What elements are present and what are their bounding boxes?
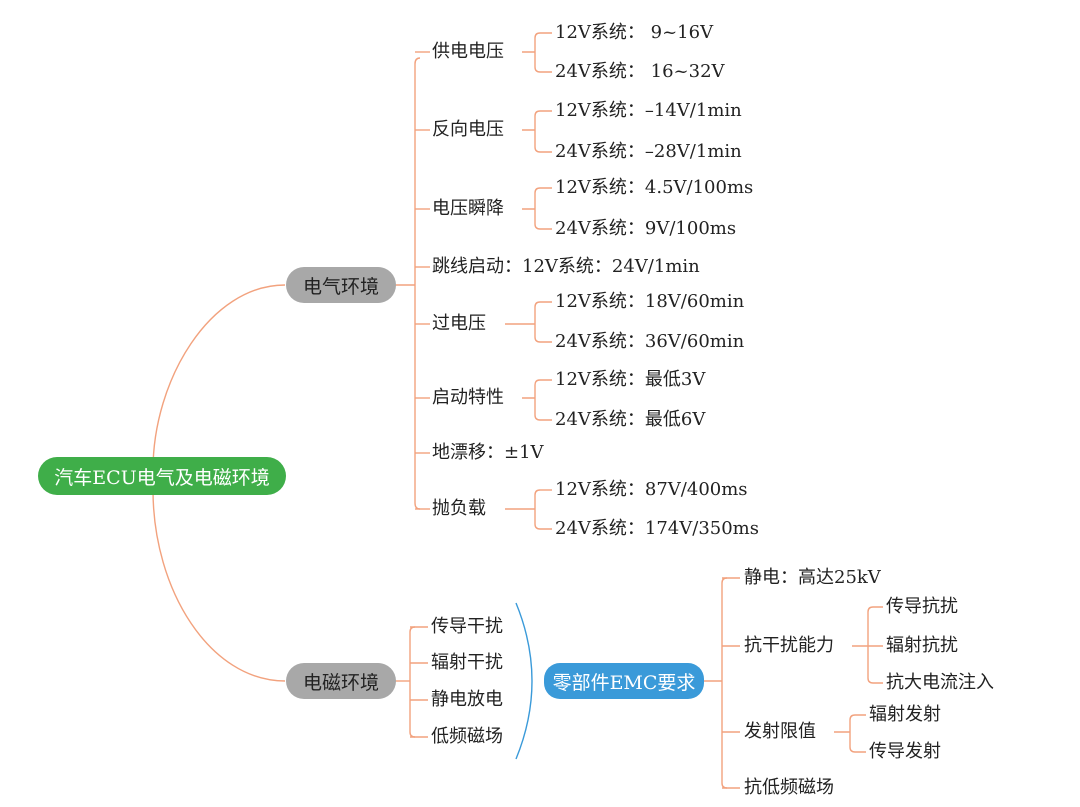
emc-item[interactable]: 辐射干扰 <box>431 652 503 673</box>
electrical-subitem[interactable]: 24V系统：174V/350ms <box>555 518 759 539</box>
electrical-subitem[interactable]: 24V系统：最低6V <box>555 409 706 430</box>
emc-requirements-node[interactable]: 零部件EMC要求 <box>544 663 704 699</box>
electrical-item[interactable]: 跳线启动：12V系统：24V/1min <box>432 256 700 277</box>
electrical-subitem[interactable]: 24V系统：–28V/1min <box>555 141 742 162</box>
emc-hub-item[interactable]: 静电：高达25kV <box>744 567 881 588</box>
electrical-item[interactable]: 反向电压 <box>432 119 504 140</box>
electrical-subitem[interactable]: 12V系统：18V/60min <box>555 291 745 312</box>
emc-item[interactable]: 低频磁场 <box>431 726 503 747</box>
emc-category-node[interactable]: 电磁环境 <box>286 663 396 699</box>
electrical-item[interactable]: 地漂移：±1V <box>432 442 544 463</box>
electrical-item[interactable]: 启动特性 <box>432 387 504 408</box>
electrical-item[interactable]: 抛负载 <box>432 498 486 519</box>
emc-hub-subitem[interactable]: 传导发射 <box>869 741 941 762</box>
electrical-subitem[interactable]: 12V系统：87V/400ms <box>555 479 748 500</box>
emc-item[interactable]: 静电放电 <box>431 689 503 710</box>
electrical-item[interactable]: 过电压 <box>432 313 486 334</box>
electrical-item[interactable]: 电压瞬降 <box>432 198 504 219</box>
electrical-subitem[interactable]: 12V系统：4.5V/100ms <box>555 177 754 198</box>
emc-hub-subitem[interactable]: 辐射发射 <box>869 704 941 725</box>
root-node[interactable]: 汽车ECU电气及电磁环境 <box>38 457 286 495</box>
emc-hub-item[interactable]: 抗低频磁场 <box>744 777 834 798</box>
emc-hub-item[interactable]: 发射限值 <box>744 721 816 742</box>
electrical-category-node[interactable]: 电气环境 <box>286 267 396 303</box>
electrical-subitem[interactable]: 12V系统： 9~16V <box>555 22 714 43</box>
emc-hub-item[interactable]: 抗干扰能力 <box>744 635 834 656</box>
emc-item[interactable]: 传导干扰 <box>431 616 503 637</box>
emc-hub-subitem[interactable]: 抗大电流注入 <box>886 672 994 693</box>
electrical-subitem[interactable]: 12V系统：–14V/1min <box>555 100 742 121</box>
electrical-subitem[interactable]: 24V系统：36V/60min <box>555 331 745 352</box>
emc-hub-subitem[interactable]: 传导抗扰 <box>886 596 958 617</box>
emc-hub-subitem[interactable]: 辐射抗扰 <box>886 635 958 656</box>
electrical-item[interactable]: 供电电压 <box>432 41 504 62</box>
electrical-subitem[interactable]: 12V系统：最低3V <box>555 369 706 390</box>
electrical-subitem[interactable]: 24V系统： 16~32V <box>555 61 725 82</box>
electrical-subitem[interactable]: 24V系统：9V/100ms <box>555 218 737 239</box>
